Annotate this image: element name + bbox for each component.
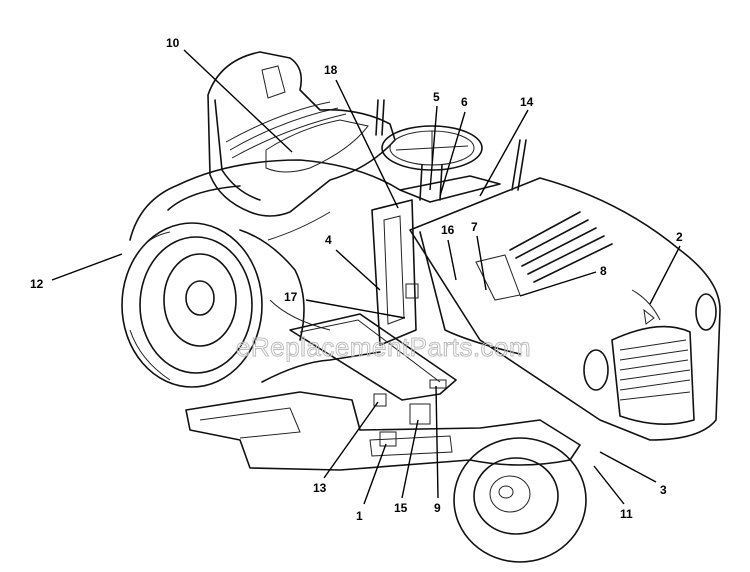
callout-2: 2 (676, 230, 683, 244)
decal-plates (373, 283, 447, 447)
rear-body (129, 159, 401, 383)
callout-14: 14 (520, 95, 534, 109)
mower-deck (185, 391, 581, 471)
leader-lines (51, 49, 681, 505)
leader-14 (479, 109, 529, 197)
leader-2 (649, 245, 681, 305)
callout-18: 18 (324, 63, 338, 77)
leader-8 (519, 271, 597, 297)
callout-6: 6 (461, 95, 468, 109)
leader-12 (51, 253, 123, 281)
leader-15 (401, 419, 419, 499)
callout-9: 9 (434, 501, 441, 515)
callout-3: 3 (660, 483, 667, 497)
leader-5 (429, 105, 438, 191)
leader-16 (447, 239, 457, 281)
steering-wheel (375, 99, 527, 201)
callout-12: 12 (30, 277, 44, 291)
callout-1: 1 (356, 509, 363, 523)
rear-wheel (121, 222, 263, 388)
callout-17: 17 (284, 290, 298, 304)
callout-16: 16 (441, 223, 455, 237)
leader-4 (335, 249, 381, 291)
callout-11: 11 (620, 507, 633, 521)
leader-7 (476, 235, 487, 291)
leader-10 (183, 49, 293, 153)
leader-3 (599, 451, 657, 483)
leader-11 (593, 465, 625, 505)
callout-4: 4 (325, 233, 332, 247)
leader-6 (439, 111, 466, 197)
callout-5: 5 (433, 90, 440, 104)
running-board (289, 313, 457, 401)
callout-7: 7 (471, 220, 478, 234)
leader-9 (435, 385, 439, 499)
leader-1 (363, 443, 387, 505)
hood (409, 177, 721, 441)
watermark: eReplacementParts.com (236, 332, 531, 362)
seat (207, 51, 396, 217)
callout-10: 10 (166, 36, 180, 50)
leader-13 (323, 401, 379, 479)
callout-8: 8 (600, 264, 607, 278)
front-wheel (453, 437, 587, 563)
callout-15: 15 (394, 501, 408, 515)
front-grille (583, 293, 717, 425)
leader-17 (305, 299, 406, 319)
leader-18 (335, 79, 399, 209)
callout-13: 13 (313, 481, 327, 495)
callout-numbers: 10 18 5 6 14 4 16 7 2 8 12 17 13 1 15 9 … (30, 36, 683, 523)
